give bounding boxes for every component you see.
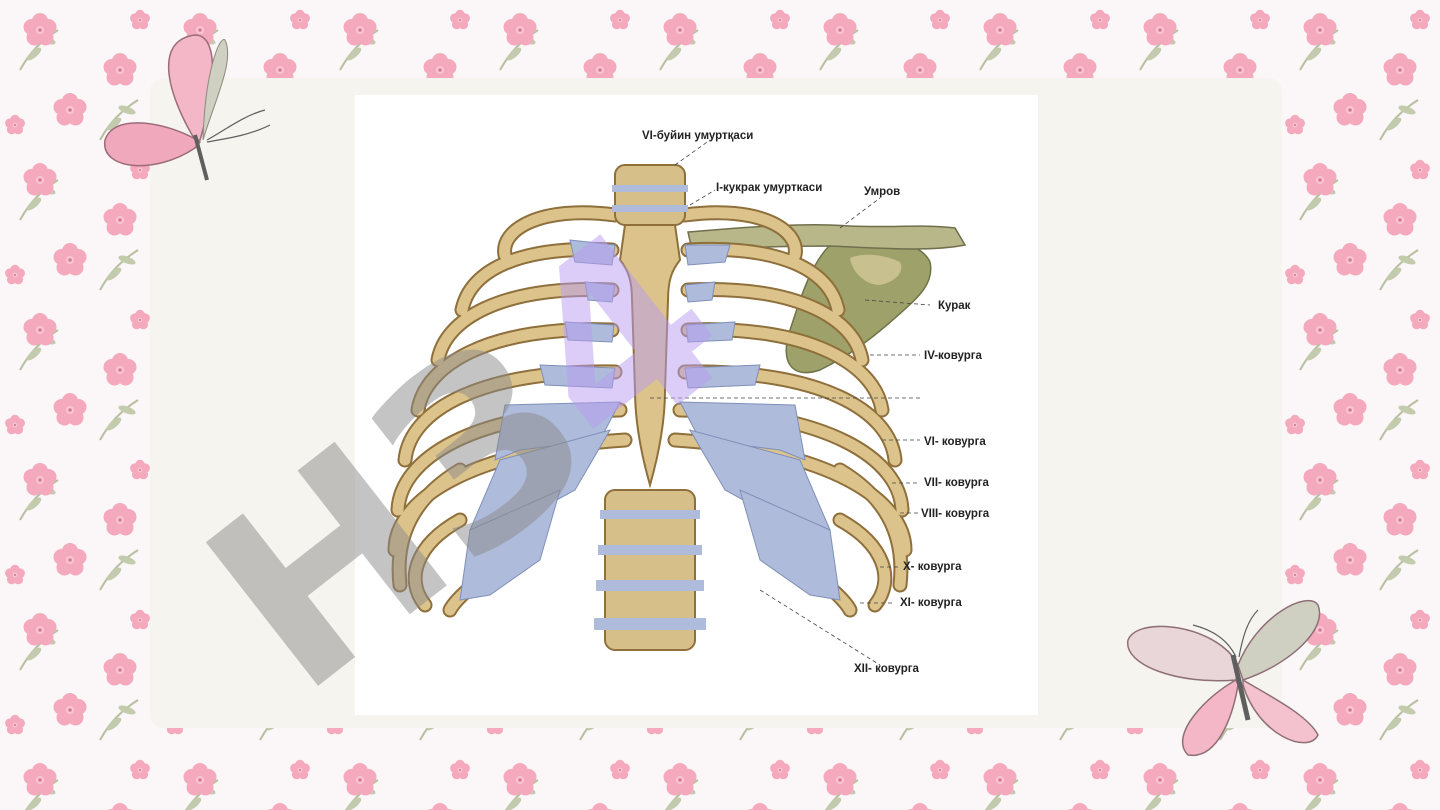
label-i-thoracic-vertebra: I-кукрак умурткаси xyxy=(716,182,823,194)
label-rib-8: VIII- ковурга xyxy=(921,508,990,520)
label-rib-10: X- ковурга xyxy=(903,561,962,573)
label-rib-12: XII- ковурга xyxy=(854,663,919,675)
label-scapula: Курак xyxy=(938,300,971,312)
spine-shape xyxy=(594,164,706,651)
label-rib-6: VI- ковурга xyxy=(924,436,986,448)
butterfly-top-left-icon xyxy=(104,34,271,181)
label-vi-cervical-vertebra: VI-буйин умуртқаси xyxy=(642,130,754,142)
label-rib-4: IV-ковурга xyxy=(924,350,982,362)
label-clavicle: Умров xyxy=(864,186,901,198)
leader-lines xyxy=(650,139,931,666)
clavicle-shape xyxy=(687,223,967,251)
costal-cartilage xyxy=(459,239,841,601)
label-rib-11: XI- ковурга xyxy=(900,597,962,609)
butterfly-bottom-right-icon xyxy=(1127,600,1321,756)
label-rib-7: VII- ковурга xyxy=(924,477,989,489)
